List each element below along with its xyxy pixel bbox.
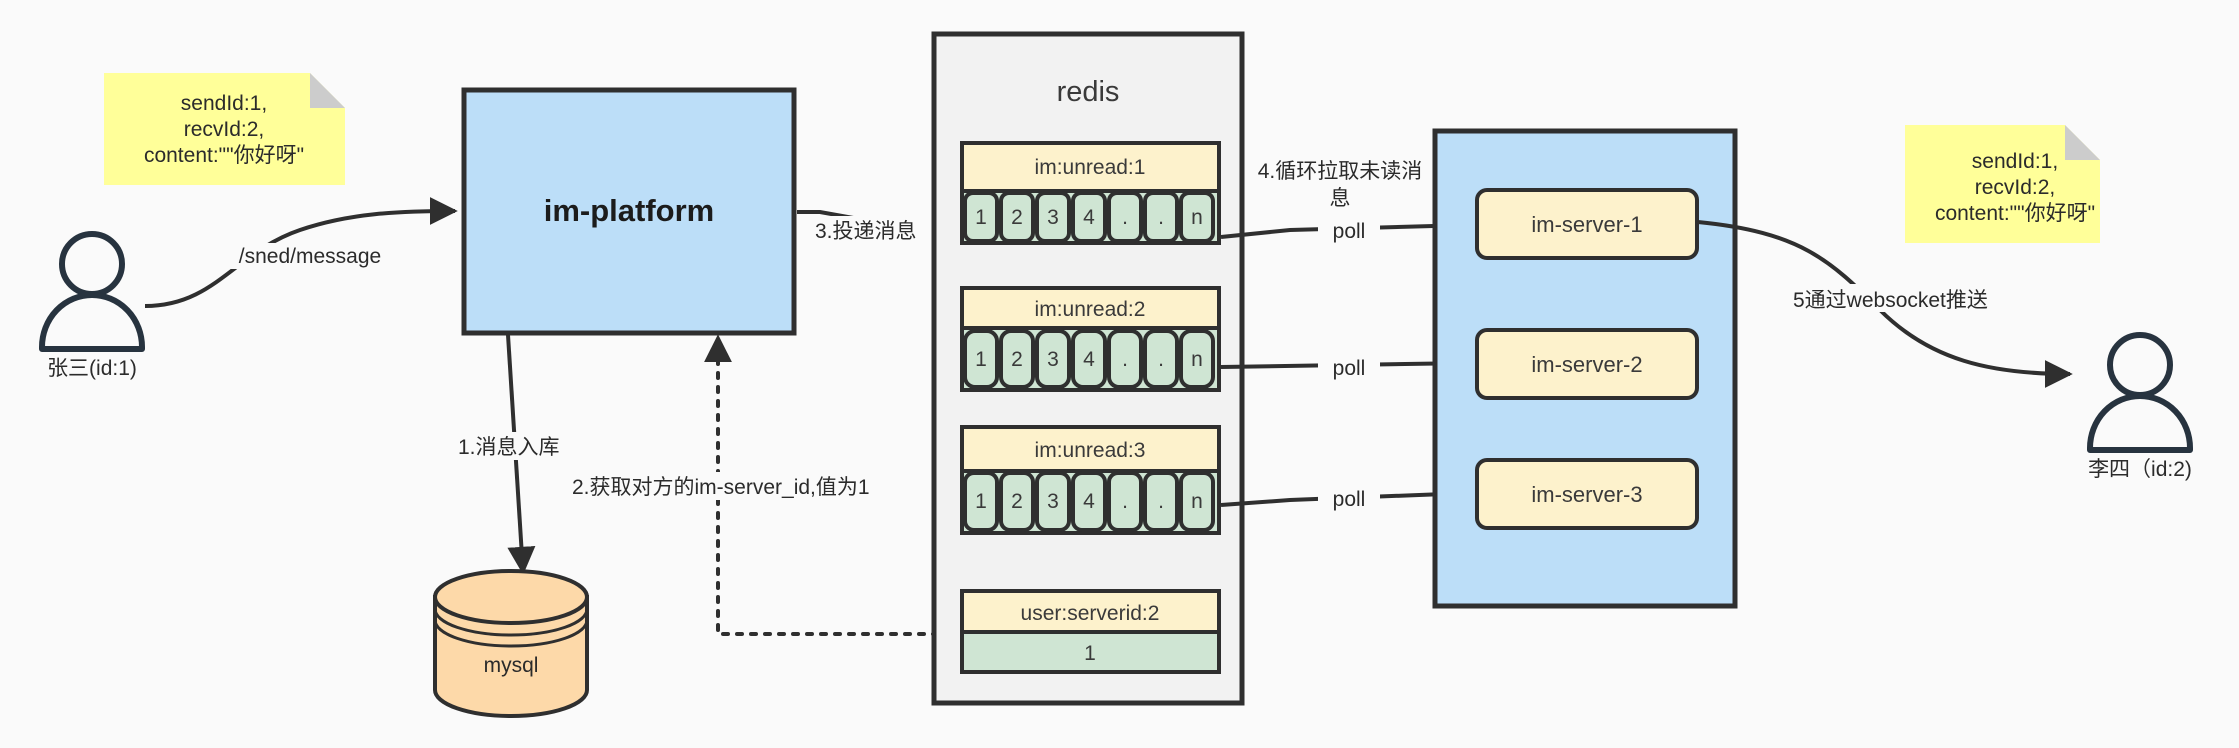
im-server-1-box: im-server-1	[1475, 188, 1699, 260]
edge-poll-2-label: poll	[1333, 357, 1366, 380]
im-server-3-box: im-server-3	[1475, 458, 1699, 530]
redis-cell: .	[1122, 348, 1128, 371]
redis-kv-value: 1	[1084, 642, 1096, 665]
mysql-label: mysql	[484, 654, 539, 677]
edge-step4-label-line1: 4.循环拉取未读消	[1258, 160, 1423, 183]
im-server-3-label: im-server-3	[1531, 482, 1642, 507]
actor-receiver: 李四（id:2)	[2087, 332, 2193, 481]
redis-list-1-key: im:unread:2	[1035, 298, 1146, 321]
edge-poll-3: poll	[1220, 479, 1473, 511]
im-server-2-box: im-server-2	[1475, 328, 1699, 400]
note-right-line1: sendId:1,	[1972, 150, 2058, 173]
edge-poll-1: poll	[1220, 211, 1473, 243]
note-left-line3: content:""你好呀"	[144, 144, 304, 167]
note-right-line2: recvId:2,	[1975, 176, 2056, 199]
note-right-line3: content:""你好呀"	[1935, 202, 2095, 225]
redis-cell: 2	[1011, 206, 1023, 229]
im-server-2-label: im-server-2	[1531, 352, 1642, 377]
redis-list-1: im:unread:2 1 2 3 4 . . n	[960, 286, 1221, 392]
redis-cell: n	[1191, 490, 1203, 513]
redis-cell: n	[1191, 206, 1203, 229]
redis-cell: 1	[975, 490, 987, 513]
edge-step4-label-group: 4.循环拉取未读消 息	[1258, 160, 1423, 210]
edge-poll-1-label: poll	[1333, 220, 1366, 243]
edge-poll-2: poll	[1220, 349, 1473, 380]
redis-cell: 4	[1083, 490, 1095, 513]
edge-step1: 1.消息入库	[455, 334, 573, 575]
redis-list-2-key: im:unread:3	[1035, 439, 1146, 462]
edge-send-message-label: /sned/message	[239, 245, 381, 268]
edge-poll-3-label: poll	[1333, 488, 1366, 511]
im-server-1-label: im-server-1	[1531, 212, 1642, 237]
redis-list-0: im:unread:1 1 2 3 4 . . n	[960, 141, 1221, 245]
im-platform-box: im-platform	[461, 87, 797, 336]
redis-cell: 1	[975, 206, 987, 229]
edge-step4-label-line2: 息	[1330, 187, 1351, 210]
edge-step5-label: 5通过websocket推送	[1793, 289, 1988, 312]
edge-step5: 5通过websocket推送	[1697, 220, 2073, 388]
redis-kv-block: user:serverid:2 1	[960, 589, 1221, 674]
edge-step3-label: 3.投递消息	[815, 220, 917, 243]
redis-cell: 4	[1083, 348, 1095, 371]
redis-cell: 4	[1083, 206, 1095, 229]
redis-cell: 2	[1011, 490, 1023, 513]
note-left-line2: recvId:2,	[184, 118, 265, 141]
redis-cell: .	[1158, 206, 1164, 229]
actor-sender-label: 张三(id:1)	[47, 357, 137, 380]
note-right: sendId:1, recvId:2, content:""你好呀"	[1905, 125, 2100, 243]
redis-cell: .	[1122, 490, 1128, 513]
redis-cell: .	[1158, 490, 1164, 513]
redis-cell: .	[1158, 348, 1164, 371]
redis-cell: .	[1122, 206, 1128, 229]
redis-list-0-key: im:unread:1	[1035, 156, 1146, 179]
note-left: sendId:1, recvId:2, content:""你好呀"	[104, 73, 345, 185]
person-icon-sender	[39, 231, 145, 352]
redis-cell: n	[1191, 348, 1203, 371]
redis-container: redis im:unread:1 1 2 3 4 . . n	[931, 31, 1245, 706]
redis-title: redis	[1057, 76, 1120, 108]
redis-cell: 3	[1047, 348, 1059, 371]
redis-list-2: im:unread:3 1 2 3 4 . . n	[960, 425, 1221, 535]
redis-list-0-cells: 1 2 3 4 . . n	[963, 191, 1215, 243]
im-server-container: im-server-1 im-server-2 im-server-3	[1432, 128, 1738, 609]
actor-sender: 张三(id:1)	[39, 231, 145, 380]
redis-list-2-cells: 1 2 3 4 . . n	[963, 471, 1215, 532]
redis-cell: 2	[1011, 348, 1023, 371]
redis-cell: 3	[1047, 490, 1059, 513]
person-icon-receiver	[2087, 332, 2193, 453]
note-left-line1: sendId:1,	[181, 92, 267, 115]
edge-send-message: /sned/message	[144, 197, 458, 308]
redis-list-1-cells: 1 2 3 4 . . n	[963, 329, 1215, 389]
redis-cell: 1	[975, 348, 987, 371]
mysql-database: mysql	[433, 569, 589, 718]
redis-kv-key: user:serverid:2	[1021, 602, 1160, 625]
edge-step1-label: 1.消息入库	[458, 436, 560, 459]
redis-cell: 3	[1047, 206, 1059, 229]
edge-step2-label: 2.获取对方的im-server_id,值为1	[572, 476, 870, 499]
edge-step2: 2.获取对方的im-server_id,值为1	[570, 334, 954, 636]
im-platform-label: im-platform	[544, 193, 715, 228]
actor-receiver-label: 李四（id:2)	[2088, 458, 2192, 481]
edge-step3: 3.投递消息	[797, 210, 963, 247]
